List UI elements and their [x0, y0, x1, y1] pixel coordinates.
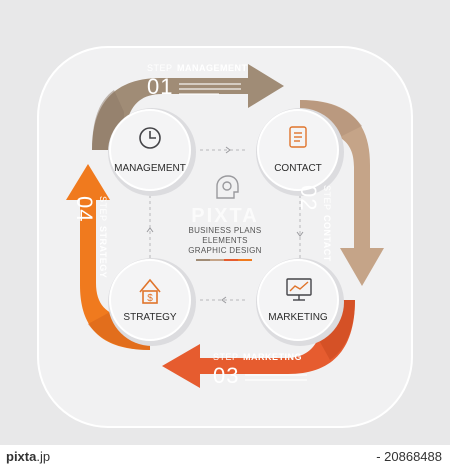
step-03-description-lines [245, 371, 308, 381]
node-contact-circle [256, 108, 344, 196]
center-line-2: ELEMENTS [202, 236, 248, 245]
footer-image-id: 20868488 [384, 449, 442, 464]
step-01-description-lines [179, 80, 242, 95]
step-02-title: CONTACT [322, 214, 332, 262]
step-01-title: MANAGEMENT [176, 63, 248, 73]
footer-brand: pixta.jp [6, 449, 50, 464]
step-04-label: STEP STRATEGY 04 [72, 196, 113, 279]
step-03-title: MARKETING [242, 352, 302, 362]
step-03-word: STEP [213, 352, 239, 362]
dashed-connectors [149, 149, 301, 301]
step-01-label: STEP MANAGEMENT 01 [147, 58, 247, 98]
scroll-document-icon [289, 126, 307, 148]
step-01-word: STEP [147, 63, 173, 73]
footer-id: - 20868488 [376, 449, 442, 464]
node-marketing-circle [256, 258, 344, 346]
step-04-title: STRATEGY [98, 225, 108, 279]
svg-text:$: $ [147, 293, 153, 304]
node-management-label: MANAGEMENT [114, 163, 186, 174]
watermark: PIXTA [191, 205, 259, 227]
connector-arrowheads [146, 146, 304, 304]
step-01-number: 01 [147, 74, 174, 99]
center-color-bar [196, 259, 252, 261]
step-03-label: STEP MARKETING 03 [213, 347, 308, 388]
step-04-number: 04 [72, 196, 97, 223]
step-03-number: 03 [213, 363, 240, 388]
footer-bar: pixta.jp - 20868488 [0, 445, 450, 469]
step-02-label: STEP CONTACT 02 [296, 185, 337, 262]
step-02-number: 02 [296, 185, 321, 212]
footer-brand-name: pixta [6, 449, 37, 464]
house-dollar-icon: $ [139, 278, 161, 304]
clock-icon [139, 127, 161, 149]
footer-separator: - [376, 449, 385, 464]
step-04-word: STEP [98, 196, 108, 222]
center-line-1: BUSINESS PLANS [188, 226, 262, 235]
monitor-chart-icon [286, 278, 312, 301]
node-strategy-circle [108, 258, 196, 346]
node-strategy-label: STRATEGY [123, 312, 177, 323]
footer-domain: .jp [36, 449, 51, 464]
node-management-circle [108, 108, 196, 196]
center-line-3: GRAPHIC DESIGN [188, 246, 262, 255]
step-02-word: STEP [322, 185, 332, 211]
node-marketing-label: MARKETING [268, 312, 328, 323]
head-gear-icon [216, 175, 239, 199]
node-contact-label: CONTACT [274, 163, 322, 174]
